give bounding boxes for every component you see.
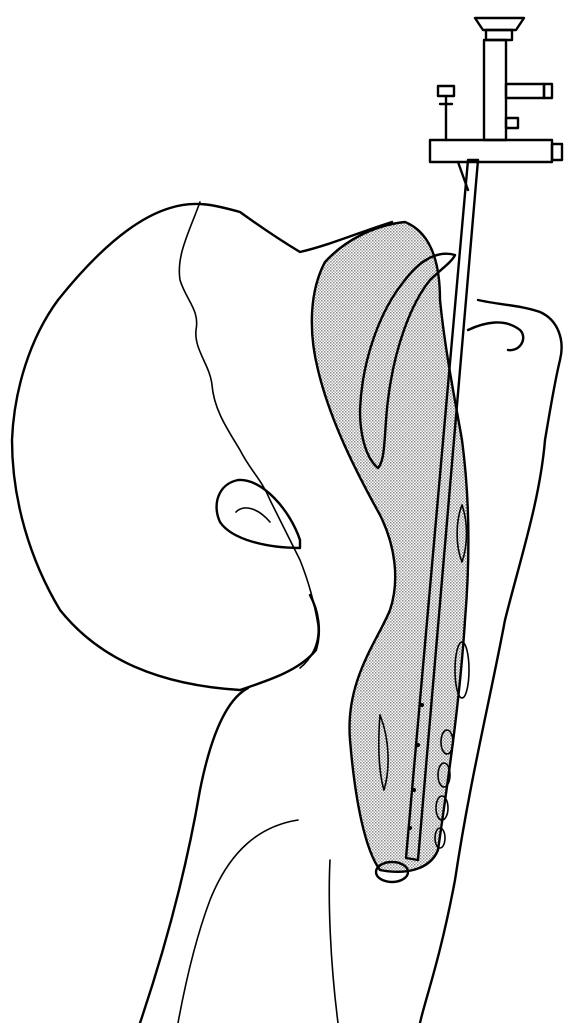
trap-line	[329, 860, 338, 1023]
hair-fringe	[179, 202, 318, 668]
shaft-marker-2	[416, 743, 420, 747]
lip-contour	[468, 322, 523, 350]
shaft-marker-4	[408, 826, 412, 830]
shoulder-line	[178, 820, 298, 1023]
neck-back	[140, 688, 248, 1023]
ear	[217, 480, 300, 548]
shaft-marker-3	[412, 788, 416, 792]
endoscope-handle	[430, 18, 562, 190]
shaft-marker-1	[420, 703, 424, 707]
ear-inner	[236, 508, 270, 522]
